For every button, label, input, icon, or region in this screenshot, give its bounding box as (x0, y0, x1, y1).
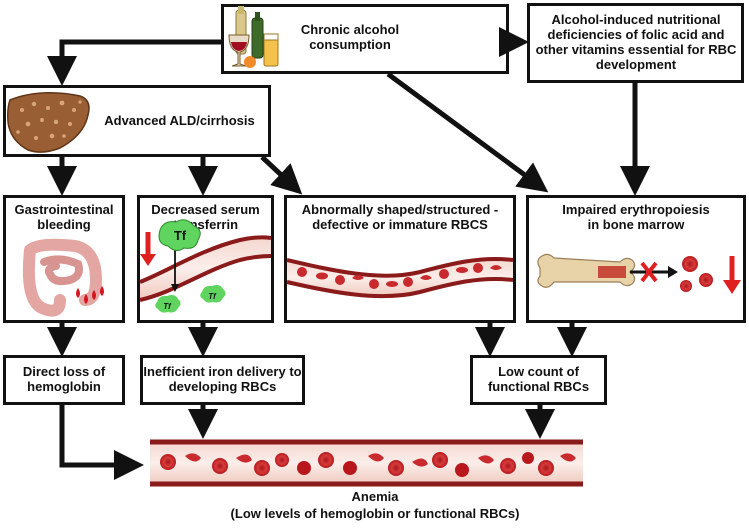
arrow-direct-to-anemia (59, 405, 144, 480)
erythro-label: Impaired erythropoiesis in bone marrow (562, 202, 710, 232)
lowcount-box (470, 355, 607, 405)
alcohol-bottles-icon (228, 6, 279, 68)
bone-icon (537, 253, 636, 288)
tf-big-label: Tf (174, 228, 187, 243)
iron-box (140, 355, 305, 405)
tf-protein-small-2: Tf (200, 285, 226, 303)
arrow-alcohol-to-erythro (386, 71, 549, 193)
anemia-subtitle: (Low levels of hemoglobin or functional … (230, 506, 520, 521)
lowcount-label: Low count of functional RBCs (487, 364, 590, 394)
nutrition-label: Alcohol-induced nutritional deficiencies… (535, 12, 737, 72)
arrow-ald-to-abnormal (260, 155, 303, 195)
gi-label: Gastrointestinal bleeding (14, 202, 114, 232)
arrow-alcohol-to-ald (47, 39, 221, 86)
transferrin-vessel (139, 232, 272, 302)
liver-icon (7, 92, 90, 153)
abnormal-rbc-vessel (286, 256, 514, 299)
anemia-vessel (150, 439, 583, 487)
tf-protein-icon: Tf (158, 219, 201, 252)
abnormal-label: Abnormally shaped/structured - defective… (301, 202, 499, 232)
anemia-title: Anemia (351, 489, 399, 504)
blocked-arrow-icon (630, 261, 678, 283)
decrease-arrow-icon (723, 256, 741, 294)
tf-protein-small-1: Tf (155, 295, 181, 313)
alcohol-label: Chronic alcohol consumption (300, 22, 400, 52)
direct-box (3, 355, 125, 405)
ald-label: Advanced ALD/cirrhosis (104, 113, 255, 128)
anemia-caption: Anemia (Low levels of hemoglobin or func… (150, 488, 600, 522)
direct-label: Direct loss of hemoglobin (22, 364, 106, 394)
rbc-cells-icon (680, 256, 713, 292)
tf-small-label-2: Tf (208, 292, 217, 301)
tf-small-label-1: Tf (163, 302, 172, 311)
abnormal-box (284, 195, 516, 323)
intestine-icon (22, 238, 104, 317)
iron-label: Inefficient iron delivery to developing … (143, 364, 302, 394)
nutrition-box (527, 3, 744, 83)
